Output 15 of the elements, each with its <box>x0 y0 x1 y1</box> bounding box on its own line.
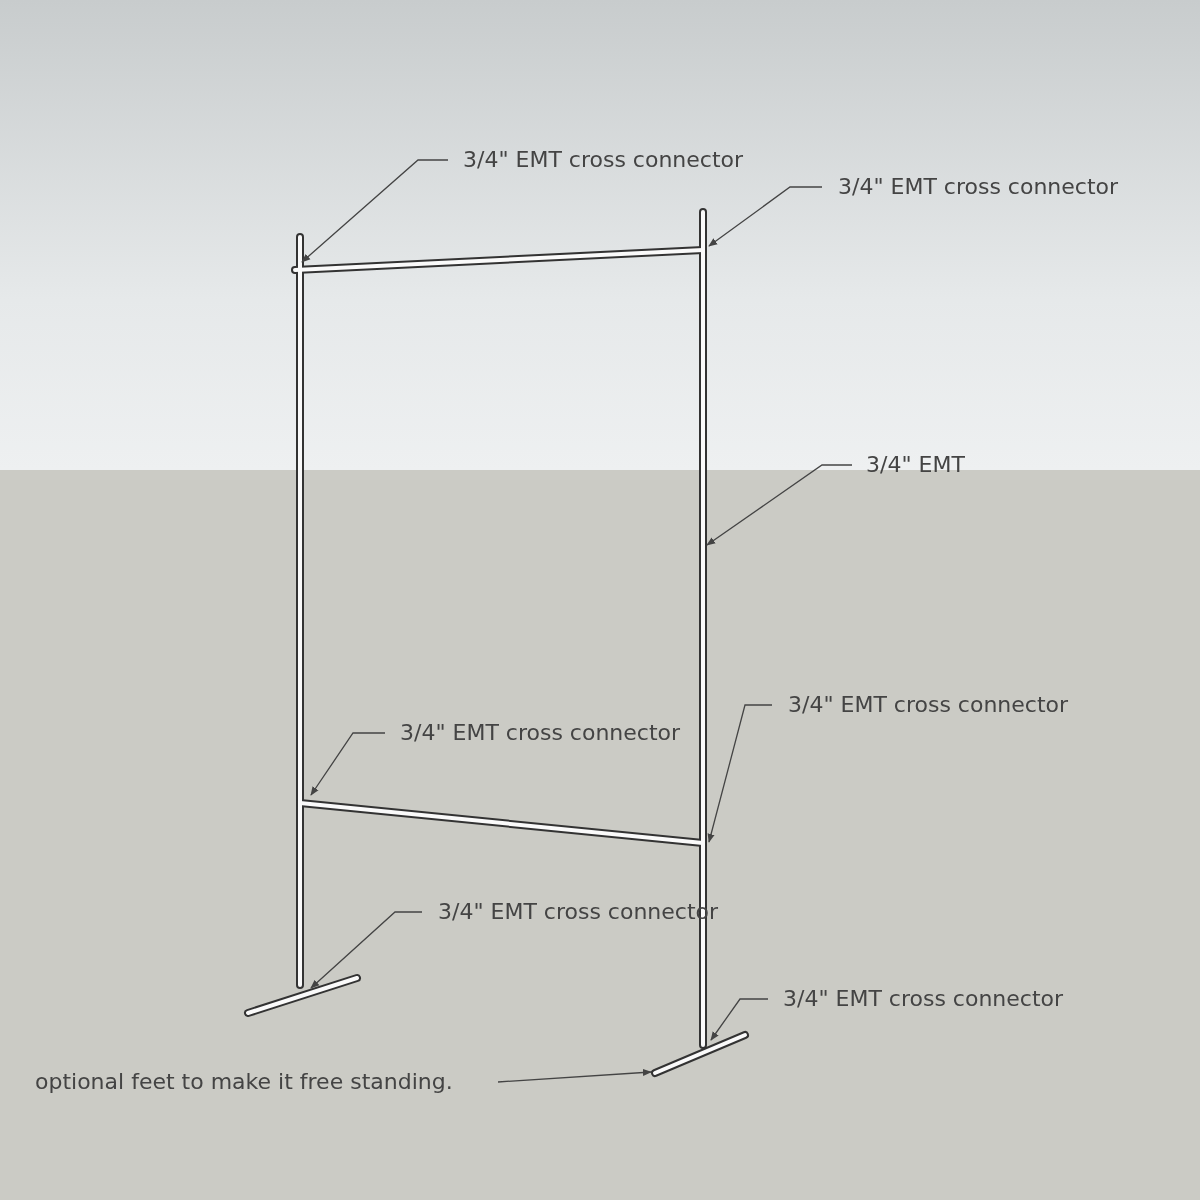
callout-label: 3/4" EMT cross connector <box>788 691 1069 719</box>
callout-label: 3/4" EMT cross connector <box>783 985 1064 1013</box>
callout-label: 3/4" EMT cross connector <box>400 719 681 747</box>
callout-label: 3/4" EMT cross connector <box>463 146 744 174</box>
leader-line <box>708 186 823 247</box>
leader-line <box>310 732 386 796</box>
leader-line <box>710 998 769 1041</box>
leader-line <box>310 911 423 989</box>
leader-line <box>707 704 773 843</box>
callout-label: 3/4" EMT cross connector <box>838 173 1119 201</box>
callout-label: optional feet to make it free standing. <box>35 1068 453 1096</box>
leader-line <box>497 1068 652 1083</box>
callout-label: 3/4" EMT <box>866 451 965 479</box>
leader-line <box>301 159 449 263</box>
leader-line <box>706 464 853 546</box>
